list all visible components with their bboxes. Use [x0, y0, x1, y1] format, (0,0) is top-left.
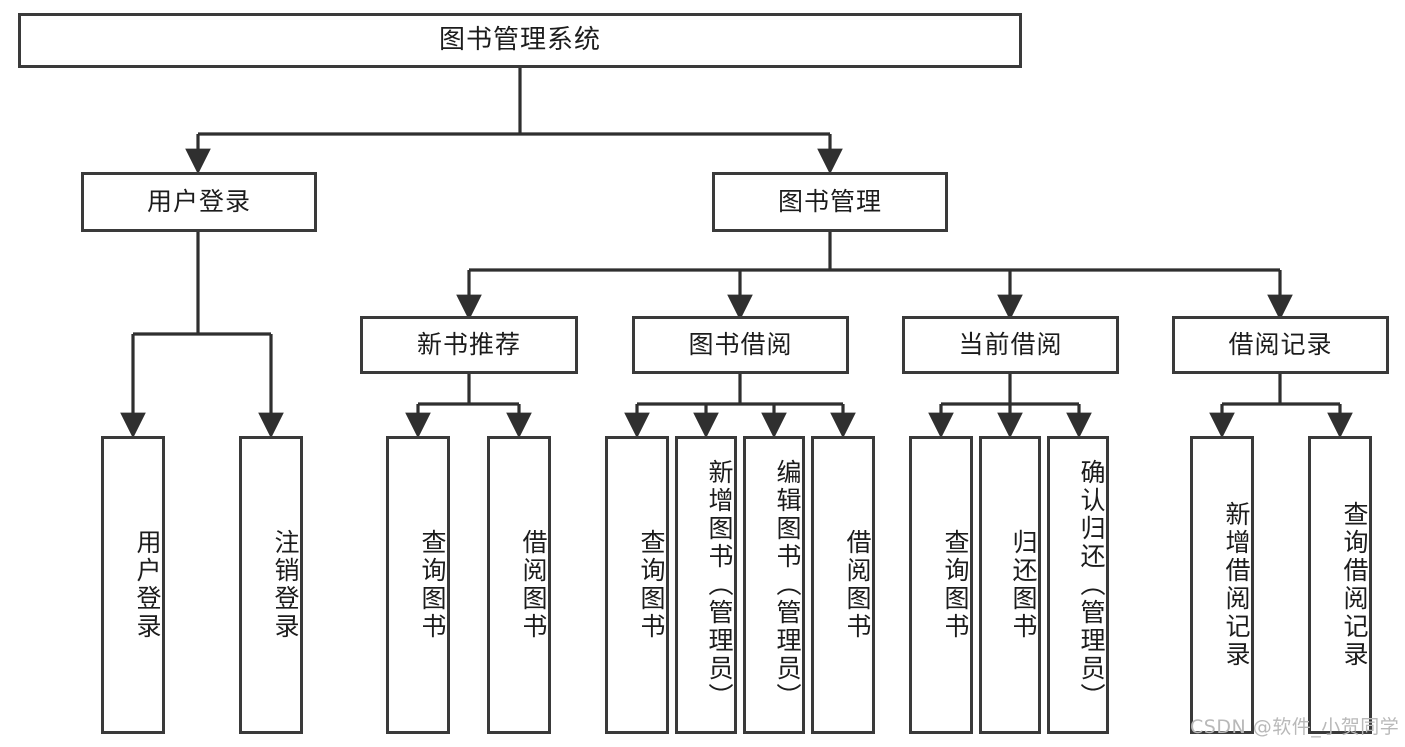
leaf-query-book-3[interactable]: 查询图书 — [909, 436, 973, 734]
node-book-manage-label: 图书管理 — [777, 186, 882, 216]
leaf-add-record[interactable]: 新增借阅记录 — [1190, 436, 1254, 734]
leaf-user-login[interactable]: 用户登录 — [101, 436, 165, 734]
node-new-book-recommend[interactable]: 新书推荐 — [360, 316, 578, 374]
leaf-return-book[interactable]: 归还图书 — [979, 436, 1041, 734]
node-root-label: 图书管理系统 — [438, 24, 601, 55]
leaf-borrow-book-1-label: 借阅图书 — [519, 529, 548, 641]
node-new-book-recommend-label: 新书推荐 — [416, 329, 521, 359]
leaf-user-logout-label: 注销登录 — [271, 529, 300, 641]
leaf-borrow-book-1[interactable]: 借阅图书 — [487, 436, 551, 734]
node-current-borrow-label: 当前借阅 — [958, 329, 1063, 359]
node-root[interactable]: 图书管理系统 — [18, 13, 1022, 68]
leaf-user-login-label: 用户登录 — [133, 529, 162, 641]
leaf-query-book-2[interactable]: 查询图书 — [605, 436, 669, 734]
leaf-user-logout[interactable]: 注销登录 — [239, 436, 303, 734]
node-borrow-record-label: 借阅记录 — [1228, 329, 1333, 359]
leaf-confirm-return-label: 确认归还（管理员） — [1077, 459, 1106, 711]
node-book-borrow[interactable]: 图书借阅 — [632, 316, 849, 374]
leaf-add-record-label: 新增借阅记录 — [1222, 501, 1251, 669]
node-book-manage[interactable]: 图书管理 — [712, 172, 948, 232]
leaf-edit-book-label: 编辑图书（管理员） — [773, 459, 802, 711]
leaf-confirm-return[interactable]: 确认归还（管理员） — [1047, 436, 1109, 734]
leaf-query-book-2-label: 查询图书 — [637, 529, 666, 641]
node-book-borrow-label: 图书借阅 — [688, 329, 793, 359]
node-user-login[interactable]: 用户登录 — [81, 172, 317, 232]
node-borrow-record[interactable]: 借阅记录 — [1172, 316, 1389, 374]
leaf-borrow-book-2[interactable]: 借阅图书 — [811, 436, 875, 734]
leaf-add-book[interactable]: 新增图书（管理员） — [675, 436, 737, 734]
leaf-edit-book[interactable]: 编辑图书（管理员） — [743, 436, 805, 734]
leaf-return-book-label: 归还图书 — [1009, 529, 1038, 641]
leaf-add-book-label: 新增图书（管理员） — [705, 459, 734, 711]
node-user-login-label: 用户登录 — [146, 186, 251, 216]
leaf-query-record-label: 查询借阅记录 — [1340, 501, 1369, 669]
leaf-query-book-3-label: 查询图书 — [941, 529, 970, 641]
leaf-query-record[interactable]: 查询借阅记录 — [1308, 436, 1372, 734]
leaf-query-book-1-label: 查询图书 — [418, 529, 447, 641]
leaf-borrow-book-2-label: 借阅图书 — [843, 529, 872, 641]
leaf-query-book-1[interactable]: 查询图书 — [386, 436, 450, 734]
node-current-borrow[interactable]: 当前借阅 — [902, 316, 1119, 374]
